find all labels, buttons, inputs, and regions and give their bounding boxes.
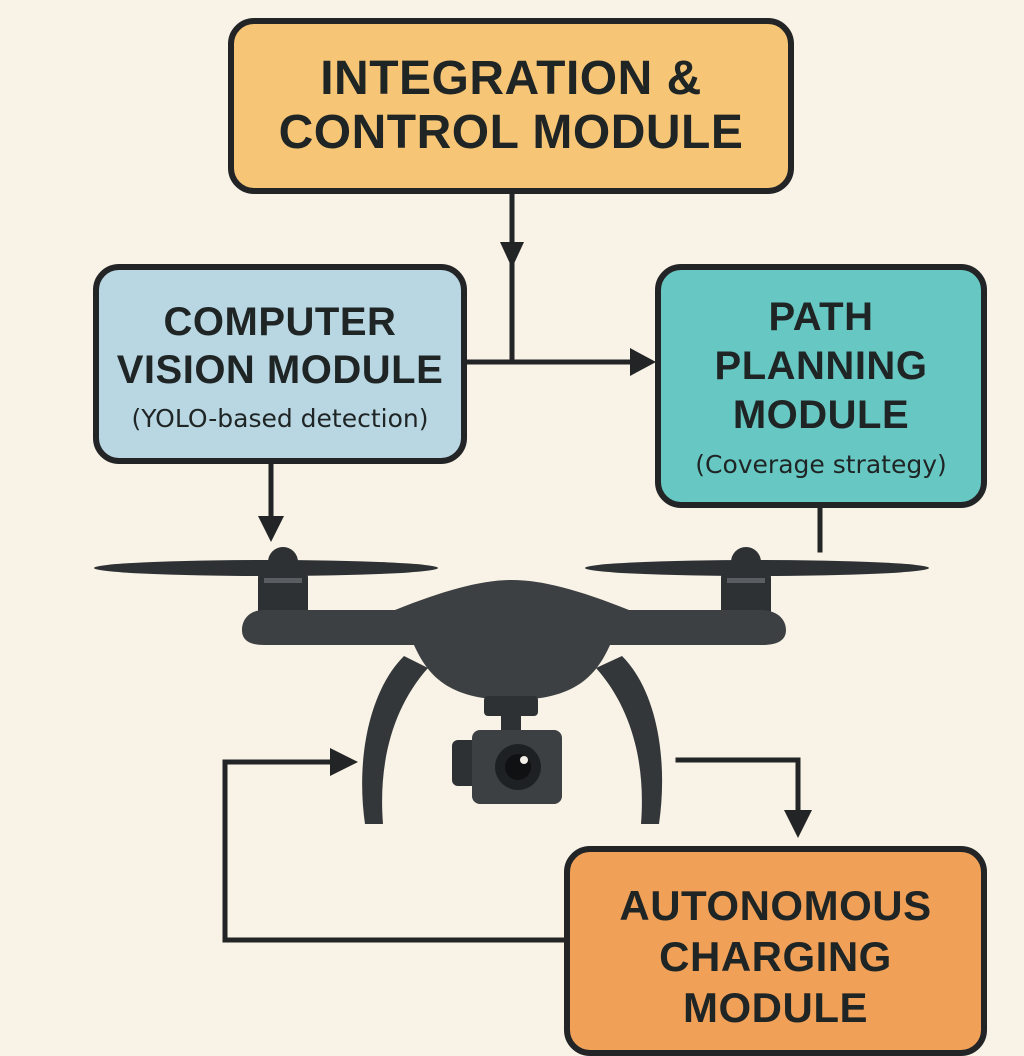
vision-title-line-2: VISION MODULE <box>116 347 444 392</box>
left-motor-icon <box>258 572 308 618</box>
quadcopter-drone-icon <box>94 547 929 824</box>
arrow-head-down-drone <box>258 516 284 542</box>
path-planning-module: PATH PLANNING MODULE (Coverage strategy) <box>655 264 987 508</box>
drone-body-icon <box>242 580 786 700</box>
arrow-head-down-integration <box>500 242 524 268</box>
gimbal-arm-icon <box>501 714 521 732</box>
gimbal-mount-icon <box>484 696 538 716</box>
architecture-diagram: INTEGRATION & CONTROL MODULE COMPUTER VI… <box>93 18 987 1056</box>
autonomous-charging-module: AUTONOMOUS CHARGING MODULE <box>564 846 987 1056</box>
connector-layer <box>222 191 823 943</box>
integration-control-module: INTEGRATION & CONTROL MODULE <box>228 18 794 194</box>
vision-title-line-1: COMPUTER <box>163 299 397 344</box>
path-title-line-2: PLANNING <box>714 344 928 389</box>
arrow-head-down-charging <box>784 810 812 838</box>
integration-title-line-2: CONTROL MODULE <box>278 106 744 159</box>
vision-subtitle: (YOLO-based detection) <box>131 403 429 433</box>
drone-to-charging-line <box>675 757 801 815</box>
right-propeller-hub-icon <box>731 547 761 577</box>
right-motor-band-icon <box>727 578 765 583</box>
camera-lens-glint-icon <box>520 756 528 764</box>
right-motor-icon <box>721 572 771 618</box>
path-title-line-3: MODULE <box>732 392 910 437</box>
path-subtitle: (Coverage strategy) <box>695 449 947 479</box>
arrow-head-right-path <box>630 348 656 376</box>
computer-vision-module: COMPUTER VISION MODULE (YOLO-based detec… <box>93 264 467 464</box>
drone-right-leg-icon <box>596 656 663 824</box>
left-motor-band-icon <box>264 578 302 583</box>
charging-title-line-1: AUTONOMOUS <box>619 882 932 929</box>
charging-to-drone-loop-line <box>222 759 567 943</box>
integration-title-line-1: INTEGRATION & <box>320 51 702 105</box>
left-propeller-blade-icon <box>94 560 438 576</box>
charging-title-line-2: CHARGING <box>659 933 892 981</box>
left-propeller-hub-icon <box>268 547 298 577</box>
arrow-head-right-drone <box>330 748 358 776</box>
path-title-line-1: PATH <box>768 295 874 340</box>
drone-left-leg-icon <box>362 656 428 824</box>
